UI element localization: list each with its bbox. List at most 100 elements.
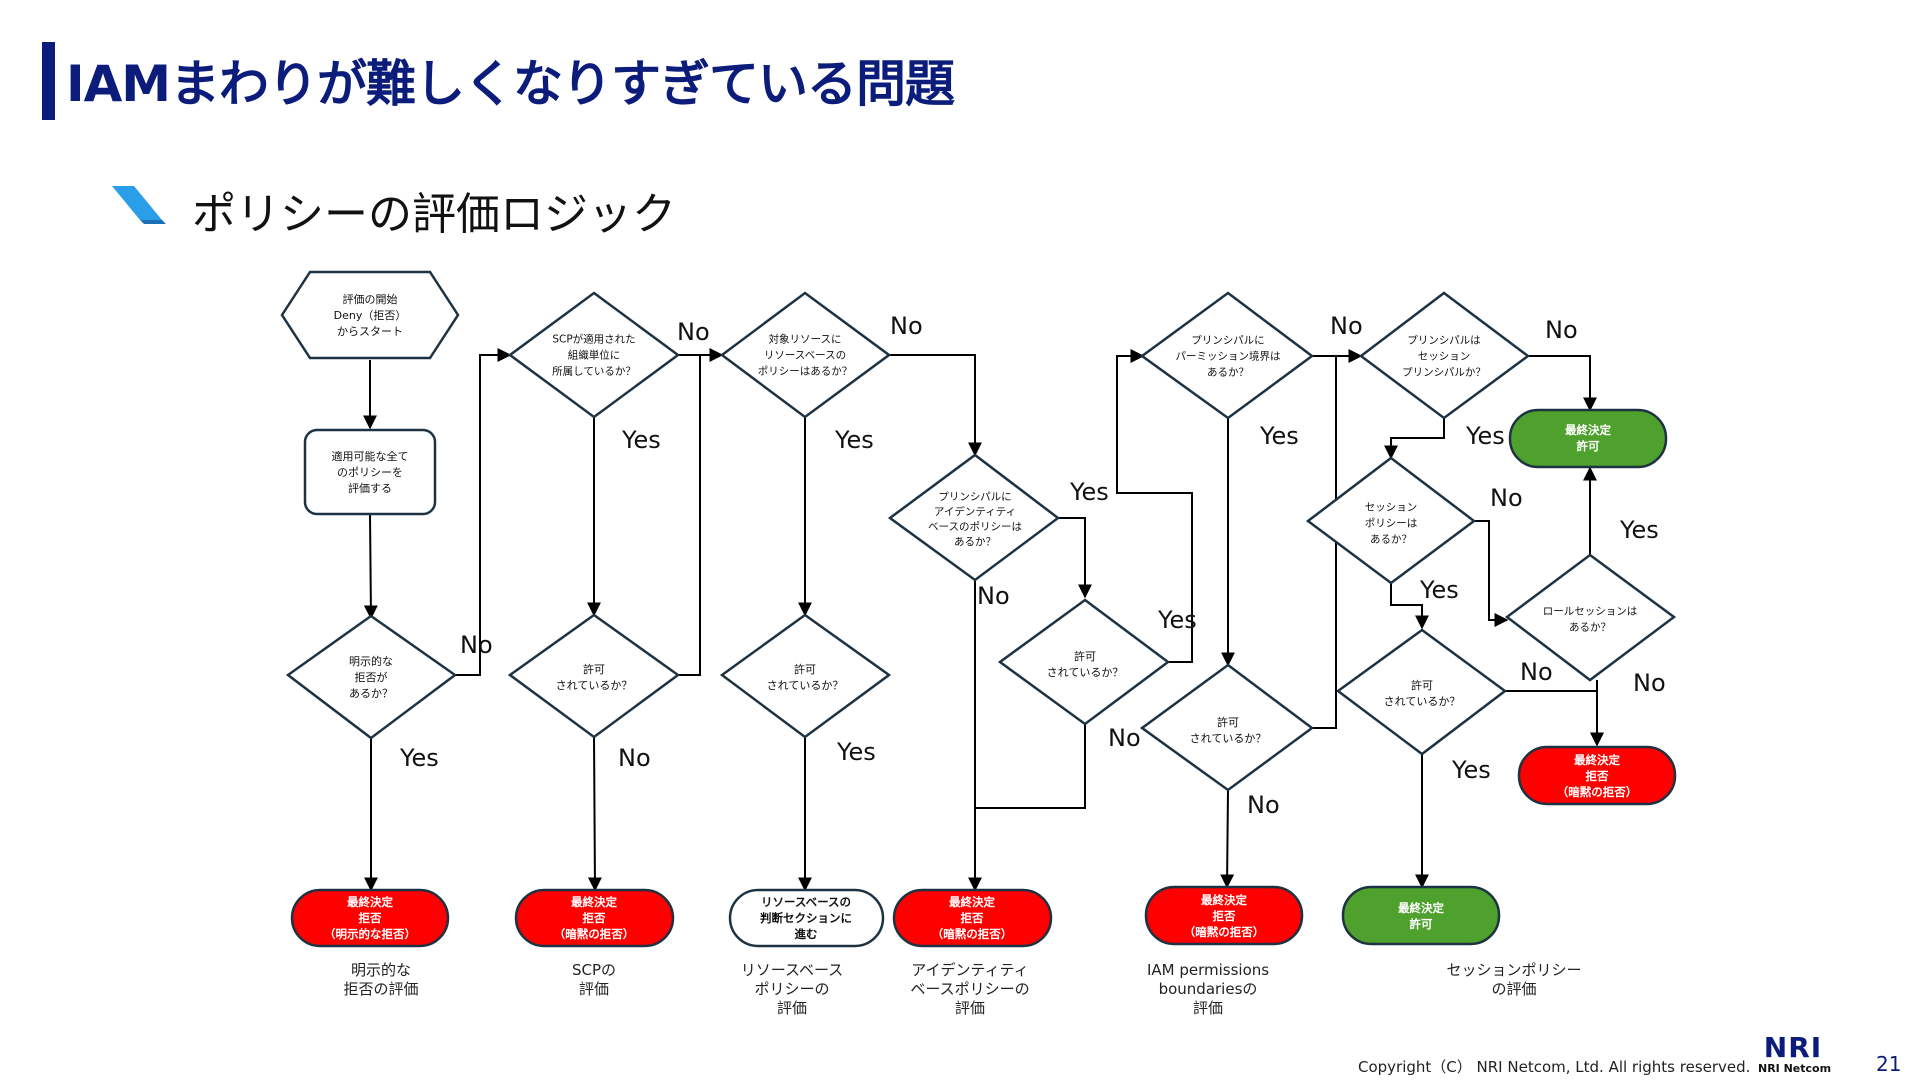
scp-applied-text: SCPが適用された組織単位に所属しているか？ — [552, 333, 636, 378]
edge-boundary-allowed-no — [1220, 789, 1235, 889]
edge-label-yes: Yes — [1451, 756, 1491, 784]
identity-policy-diamond — [887, 453, 1061, 582]
boundary-allowed-diamond — [1139, 663, 1315, 792]
edge-label-yes: Yes — [399, 744, 439, 772]
final-deny-right-terminal — [1517, 745, 1677, 806]
final-identity-deny-terminal — [892, 888, 1053, 948]
edge-label-no: No — [977, 582, 1010, 610]
evaluate-all-text: 適用可能な全てのポリシーを評価する — [332, 449, 409, 495]
session-allowed-diamond — [1335, 628, 1508, 756]
section-label: リソースベースポリシーの評価 — [741, 961, 843, 1017]
edge-label-no: No — [618, 744, 651, 772]
scp-allowed-diamond — [507, 613, 681, 739]
edge-boundary-allowed-yes — [1312, 356, 1337, 729]
role-session-text: ロールセッションはあるか？ — [1543, 606, 1638, 634]
slash-icon — [112, 186, 166, 224]
final-boundary-deny-terminal — [1144, 885, 1304, 946]
edge-label-yes: Yes — [834, 426, 874, 454]
start-node — [280, 270, 460, 360]
session-principal-text: プリンシパルはセッションプリンシパルか？ — [1402, 335, 1486, 379]
logo-mark: NRI — [1763, 1031, 1823, 1064]
final-identity-deny-text: 最終決定拒否（暗黙の拒否） — [932, 895, 1013, 941]
explicit-deny-text: 明示的な拒否があるか？ — [349, 654, 393, 700]
session-policy-diamond — [1305, 456, 1477, 585]
company-logo: NRI NRI Netcom — [1758, 1031, 1832, 1076]
edge-scp-allowed-yes — [678, 355, 701, 676]
footer-copyright: Copyright（C） NRI Netcom, Ltd. All rights… — [1358, 1058, 1751, 1076]
resource-policy-diamond — [719, 291, 892, 419]
session-policy-text: セッションポリシーはあるか？ — [1365, 502, 1418, 546]
section-label: SCPの評価 — [572, 961, 616, 998]
edge-session-principal-yes — [1384, 418, 1445, 460]
edge-eval-explicit — [363, 513, 378, 620]
final-allow-bottom-terminal — [1341, 885, 1501, 946]
edge-label-yes: Yes — [1259, 422, 1299, 450]
logo-subtext: NRI Netcom — [1758, 1062, 1832, 1075]
edge-scp-allowed-no — [587, 734, 602, 892]
boundary-exists-diamond — [1139, 291, 1315, 420]
explicit-deny-diamond — [285, 614, 458, 740]
role-session-diamond — [1504, 553, 1677, 682]
resource-allowed-diamond — [719, 613, 892, 739]
edge-label-yes: Yes — [1069, 478, 1109, 506]
edge-label-no: No — [1490, 484, 1523, 512]
section-title: ポリシーの評価ロジック — [192, 189, 676, 240]
edge-label-no: No — [890, 312, 923, 340]
final-scp-deny-terminal — [514, 888, 675, 948]
resource-allowed-text: 許可されているか？ — [767, 663, 844, 692]
edge-session-policy-yes — [1390, 583, 1429, 630]
edge-label-no: No — [1247, 791, 1280, 819]
edge-label-yes: Yes — [836, 738, 876, 766]
edge-label-no: No — [1520, 658, 1553, 686]
session-principal-diamond — [1358, 291, 1531, 420]
resource-policy-text: 対象リソースにリソースベースのポリシーはあるか？ — [758, 333, 853, 378]
scp-applied-diamond — [507, 291, 681, 419]
edge-label-no: No — [677, 318, 710, 346]
final-boundary-deny-text: 最終決定拒否（暗黙の拒否） — [1184, 893, 1265, 939]
edge-label-no: No — [1330, 312, 1363, 340]
edge-label-yes: Yes — [1465, 422, 1505, 450]
final-explicit-deny-terminal — [290, 888, 450, 948]
final-scp-deny-text: 最終決定拒否（暗黙の拒否） — [554, 895, 635, 941]
edge-label-no: No — [1545, 316, 1578, 344]
boundary-allowed-text: 許可されているか？ — [1190, 716, 1267, 745]
edge-label-yes: Yes — [1157, 606, 1197, 634]
scp-allowed-text: 許可されているか？ — [556, 663, 633, 692]
final-allow-bottom-text: 最終決定許可 — [1398, 901, 1444, 931]
edge-resource-no — [889, 354, 982, 457]
final-allow-top-terminal — [1508, 408, 1668, 469]
page-number: 21 — [1876, 1052, 1902, 1076]
edge-session-principal-no — [1528, 355, 1597, 412]
edge-label-no: No — [460, 631, 493, 659]
section-label: セッションポリシーの評価 — [1446, 961, 1581, 998]
edge-explicit-no — [455, 348, 512, 676]
edge-identity-yes — [1056, 517, 1092, 599]
go-resource-terminal — [728, 888, 885, 948]
go-resource-text: リソースベースの判断セクションに進む — [760, 895, 852, 941]
page-title: IAMまわりが難しくなりすぎている問題 — [66, 55, 955, 113]
edge-label-yes: Yes — [1619, 516, 1659, 544]
edge-session-policy-no — [1474, 520, 1509, 627]
session-allowed-text: 許可されているか？ — [1384, 679, 1461, 708]
identity-allowed-diamond — [997, 598, 1171, 726]
identity-allowed-text: 許可されているか？ — [1047, 650, 1124, 679]
section-label: アイデンティティベースポリシーの評価 — [910, 961, 1029, 1017]
final-deny-right-text: 最終決定拒否（暗黙の拒否） — [1557, 753, 1638, 799]
edge-label-yes: Yes — [1419, 576, 1459, 604]
edge-session-allowed-no — [1505, 690, 1604, 747]
edge-label-no: No — [1108, 724, 1141, 752]
section-label: 明示的な拒否の評価 — [343, 961, 418, 998]
final-allow-top-text: 最終決定許可 — [1565, 423, 1611, 453]
edge-identity-allowed-yes — [1116, 349, 1193, 663]
edge-label-yes: Yes — [621, 426, 661, 454]
boundary-exists-text: プリンシパルにパーミッション境界はあるか？ — [1176, 335, 1281, 379]
edge-identity-allowed-no — [975, 722, 1086, 809]
identity-policy-text: プリンシパルにアイデンティティベースのポリシーはあるか？ — [928, 491, 1022, 548]
final-explicit-deny-text: 最終決定拒否（明示的な拒否） — [324, 895, 416, 941]
evaluate-all-box — [303, 428, 437, 516]
title-accent-bar — [42, 42, 55, 120]
edge-label-no: No — [1633, 669, 1666, 697]
